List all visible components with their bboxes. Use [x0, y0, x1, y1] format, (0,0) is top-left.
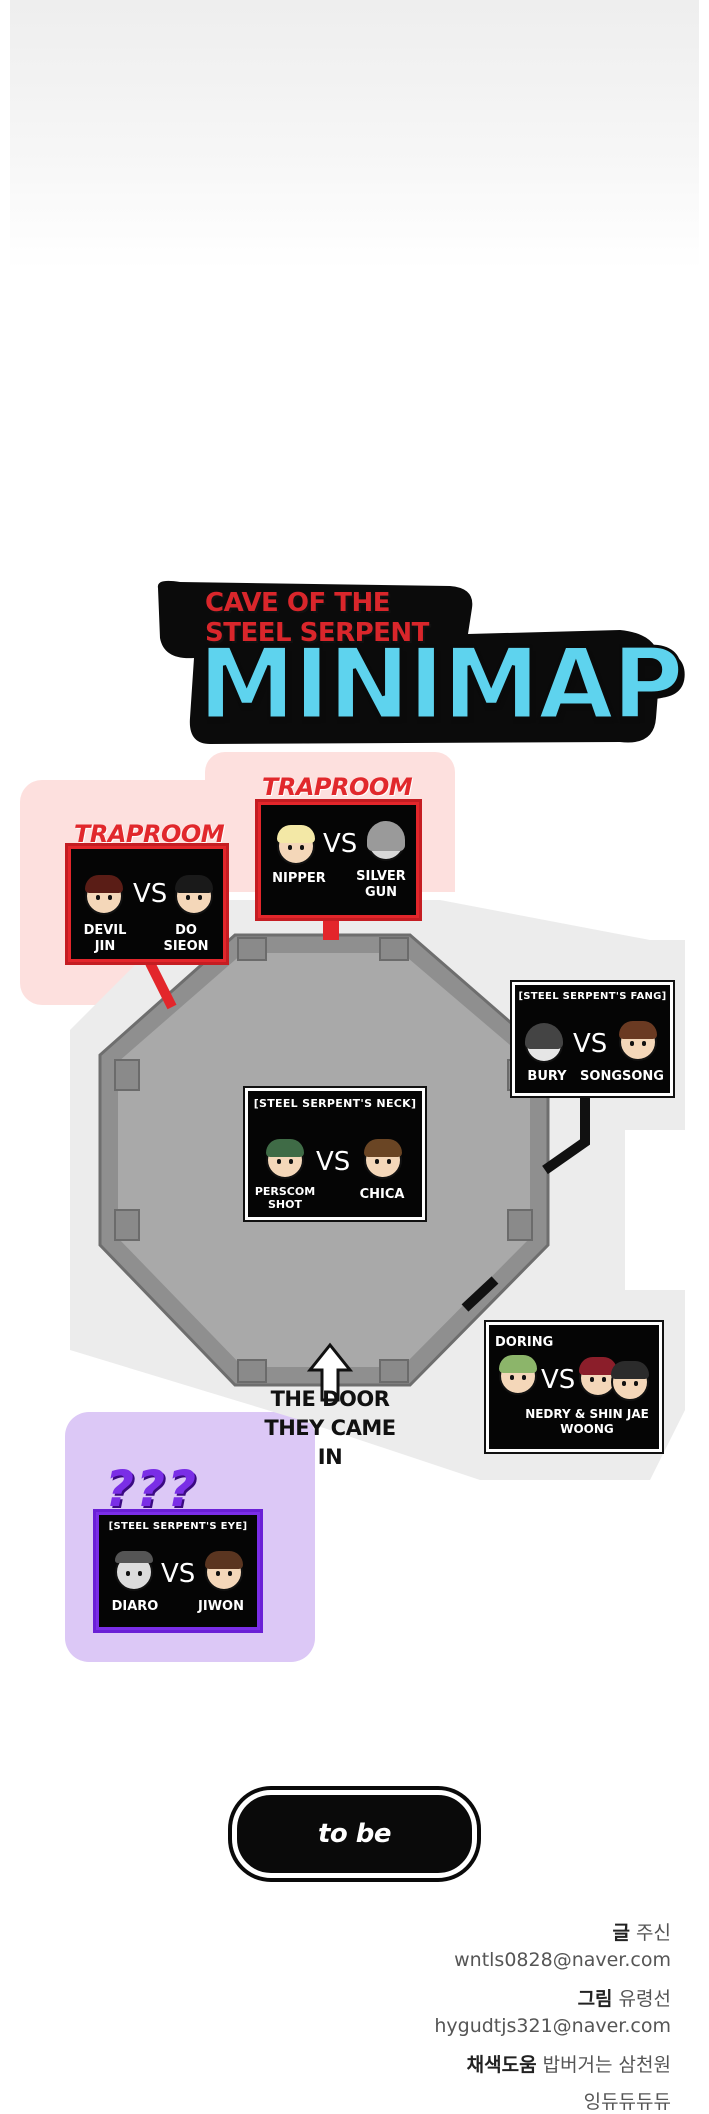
fighter-name-left: DEVIL JIN — [83, 923, 127, 954]
shin-jae-woong-avatar — [611, 1361, 649, 1401]
minimap-title: CAVE OF THE STEEL SERPENT MINIMAP — [150, 578, 685, 748]
door-label: THE DOOR THEY CAME IN — [250, 1385, 410, 1472]
unknown-label: ??? — [105, 1460, 199, 1518]
door-label-line1: THE DOOR — [270, 1387, 390, 1411]
vs-label: VS — [541, 1365, 576, 1395]
diaro-avatar — [115, 1551, 153, 1591]
card-header: [STEEL SERPENT'S FANG] — [518, 991, 667, 1002]
credit-writer-email: wntls0828@naver.com — [454, 1949, 671, 1971]
match-card-traproom-left: VS DEVIL JIN DO SIEON — [68, 846, 226, 962]
fighter-name-left: DORING — [495, 1335, 554, 1350]
credit-artist-email: hygudtjs321@naver.com — [434, 2015, 671, 2037]
bury-avatar — [525, 1023, 563, 1063]
connector-top — [323, 918, 339, 940]
title-main: MINIMAP — [197, 628, 686, 742]
do-sieon-avatar — [175, 875, 213, 915]
title-backdrop — [157, 580, 661, 744]
card-header: [STEEL SERPENT'S EYE] — [108, 1521, 248, 1532]
jiwon-avatar — [205, 1551, 243, 1591]
vs-label: VS — [133, 879, 168, 909]
traproom-label-top: TRAPROOM — [262, 773, 413, 801]
vs-label: VS — [316, 1147, 351, 1177]
credit-role-writer: 글 — [612, 1922, 631, 1944]
chica-avatar — [364, 1139, 402, 1179]
match-card-fang: [STEEL SERPENT'S FANG] VS BURY SONGSONG — [512, 982, 673, 1096]
title-subtitle-line1: CAVE OF THE — [205, 588, 391, 618]
top-gradient-panel — [10, 0, 699, 270]
fighter-name-right: CHICA — [359, 1187, 405, 1202]
silver-gun-avatar — [367, 821, 405, 861]
fighter-name-right: JIWON — [198, 1599, 244, 1614]
credit-role-color: 채색도움 — [466, 2054, 537, 2076]
songsong-avatar — [619, 1021, 657, 1061]
fighter-name-right: SONGSONG — [580, 1069, 664, 1084]
nipper-avatar — [277, 825, 315, 865]
fighter-name-right: NEDRY & SHIN JAE WOONG — [525, 1407, 649, 1436]
fighter-name-left: BURY — [527, 1069, 567, 1084]
doring-avatar — [499, 1355, 537, 1395]
perscom-shot-avatar — [266, 1139, 304, 1179]
traproom-label-left: TRAPROOM — [74, 820, 225, 848]
credit-color-names: 밥버거는 삼천원 — [542, 2054, 671, 2076]
connector-fang — [542, 1085, 590, 1175]
title-subtitle-line2: STEEL SERPENT — [205, 618, 429, 648]
vs-label: VS — [161, 1559, 196, 1589]
credit-role-artist: 그림 — [577, 1988, 613, 2010]
fighter-name-left: DIARO — [111, 1599, 159, 1614]
door-arrow — [306, 1342, 354, 1402]
match-card-traproom-top: VS NIPPER SILVER GUN — [258, 802, 419, 918]
fighter-name-left: PERSCOM SHOT — [254, 1185, 316, 1211]
to-be-continued-badge: to be continued.. — [232, 1790, 477, 1927]
fighter-name-left: NIPPER — [272, 871, 326, 886]
connector-left — [145, 960, 177, 1010]
match-card-doring: DORING VS NEDRY & SHIN JAE WOONG — [486, 1322, 662, 1452]
fighter-name-right: DO SIEON — [163, 923, 209, 954]
card-header: [STEEL SERPENT'S NECK] — [253, 1097, 417, 1110]
devil-jin-avatar — [85, 875, 123, 915]
match-card-neck: [STEEL SERPENT'S NECK] VS PERSCOM SHOT C… — [245, 1088, 425, 1220]
fighter-name-right: SILVER GUN — [356, 869, 406, 900]
credit-writer-name: 주신 — [636, 1922, 671, 1944]
connector-doring — [461, 1276, 499, 1312]
match-card-eye: [STEEL SERPENT'S EYE] VS DIARO JIWON — [96, 1512, 260, 1630]
credit-artist-name: 유령선 — [618, 1988, 671, 2010]
credit-extra-line: 잉듀듀듀듀 — [583, 2091, 671, 2113]
title-subtitle: CAVE OF THE STEEL SERPENT — [205, 588, 505, 648]
door-label-line2: THEY CAME IN — [264, 1416, 396, 1469]
outer-area-notch — [625, 1130, 685, 1290]
vs-label: VS — [573, 1029, 608, 1059]
vs-label: VS — [323, 829, 358, 859]
